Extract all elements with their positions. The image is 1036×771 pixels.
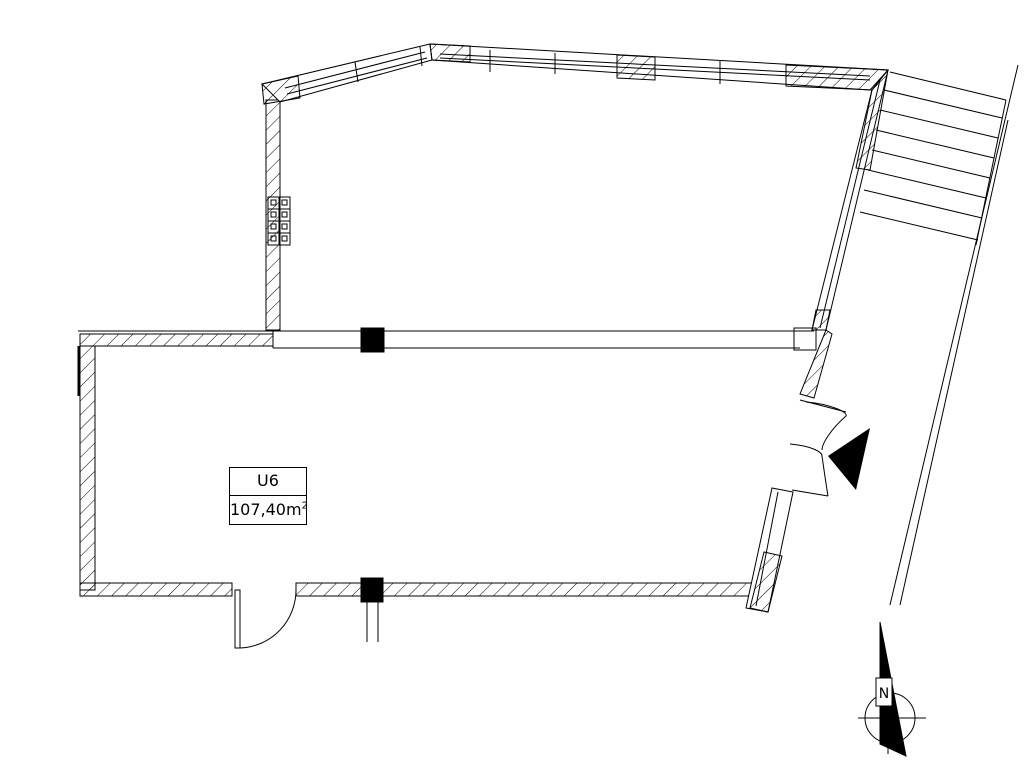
right-door-swing-b [789, 443, 829, 497]
left-wall-lower [79, 345, 96, 591]
unit-area-exponent: 2 [301, 500, 308, 512]
right-wall-mid [799, 329, 833, 399]
column-upper [360, 327, 385, 353]
unit-label-box: U6 107,40m2 [229, 467, 308, 525]
top-left-wall [79, 333, 274, 347]
right-wall-hatch-b [811, 309, 831, 331]
label-divider [230, 495, 306, 496]
bottom-wall-left [79, 582, 233, 597]
lower-room-walls [77, 329, 833, 642]
top-wall-hatch-b [616, 54, 656, 81]
column-lower [360, 577, 384, 603]
bottom-door-swing [239, 589, 297, 649]
top-wall-corner-hatch [261, 75, 301, 105]
radiator [267, 196, 291, 246]
north-arrow [858, 621, 926, 757]
right-wall-hatch-a [855, 69, 889, 171]
north-arrow-letter: N [879, 686, 889, 702]
doors [234, 399, 847, 649]
upper-room-walls [261, 43, 890, 331]
dividing-beam [272, 327, 817, 353]
external-stairs [859, 64, 1019, 606]
unit-area-value: 107,40m [230, 500, 302, 519]
top-wall-hatch-a [429, 43, 471, 63]
top-wall-hatch-c [785, 64, 890, 91]
unit-name: U6 [257, 471, 279, 490]
entrance-arrow [828, 428, 870, 490]
unit-area: 107,40m2 [230, 500, 308, 519]
right-door-swing-a [805, 401, 847, 451]
bottom-door-leaf [234, 589, 241, 649]
